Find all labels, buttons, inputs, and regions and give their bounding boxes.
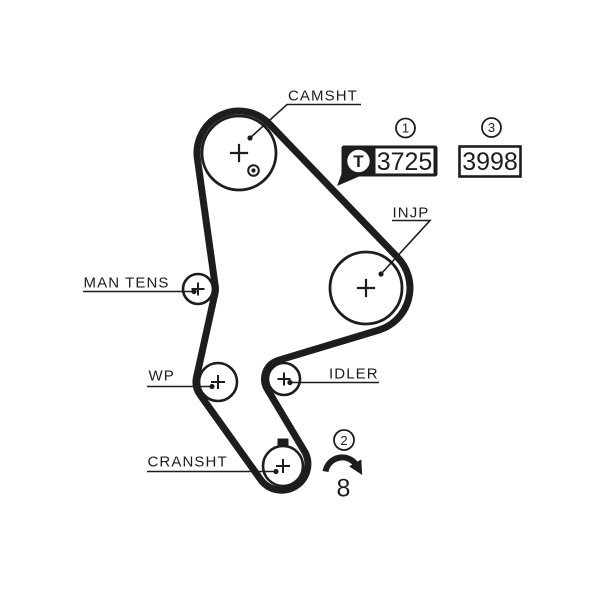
water-pump-label: WP	[149, 368, 175, 385]
timing-belt	[192, 107, 414, 494]
idler-label: IDLER	[329, 366, 379, 383]
crankshaft-timing-tab	[277, 438, 289, 448]
injection-pump-leader-dot	[378, 271, 384, 277]
callout-1: 1 T 3725	[337, 117, 438, 186]
camshaft-timing-mark-icon	[247, 164, 260, 177]
camshaft-center-mark	[229, 143, 249, 163]
callout-1-number-circle	[395, 117, 416, 139]
part-code-1: 3725	[377, 148, 433, 176]
callout-2-number: 2	[340, 433, 347, 448]
crankshaft-center-mark	[276, 459, 290, 473]
gates-t-letter: T	[353, 152, 364, 171]
callout-2-number-circle	[333, 429, 355, 451]
idler-center-mark	[277, 372, 291, 386]
crankshaft-label: CRANSHT	[148, 454, 228, 471]
injection-pump-center-mark	[356, 278, 376, 298]
rotation-arrow-head	[349, 459, 363, 475]
injection-pump-label: INJP	[393, 205, 430, 222]
callout-3-number: 3	[488, 120, 495, 135]
clockwise-rotation-arrow-icon	[322, 454, 360, 473]
camshaft-timing-mark-dot	[251, 168, 256, 173]
callout-3: 3 3998	[458, 117, 522, 178]
callout-1-number: 1	[402, 121, 409, 136]
camshaft-label: CAMSHT	[288, 88, 358, 105]
manual-tensioner-leader-dot	[191, 288, 197, 295]
idler-leader-dot	[287, 379, 293, 386]
water-pump-center-mark	[211, 375, 225, 389]
crankshaft-leader-dot	[273, 468, 279, 475]
callout-2: 2 8	[322, 429, 363, 503]
camshaft-leader-line	[249, 103, 361, 139]
manual-tensioner-label: MAN TENS	[84, 275, 170, 292]
water-pump-leader-dot	[209, 383, 215, 390]
component-labels: CAMSHT INJP MAN TENS WP IDLER CRANSHT	[84, 88, 430, 471]
camshaft-leader-dot	[247, 135, 253, 141]
part-code-3: 3998	[462, 148, 518, 176]
gates-t-logo-icon	[347, 149, 370, 173]
part-code-3-box	[458, 145, 522, 178]
callout-3-number-circle	[481, 117, 502, 138]
callout-2-value: 8	[337, 475, 351, 503]
part-code-1-box	[375, 148, 434, 174]
